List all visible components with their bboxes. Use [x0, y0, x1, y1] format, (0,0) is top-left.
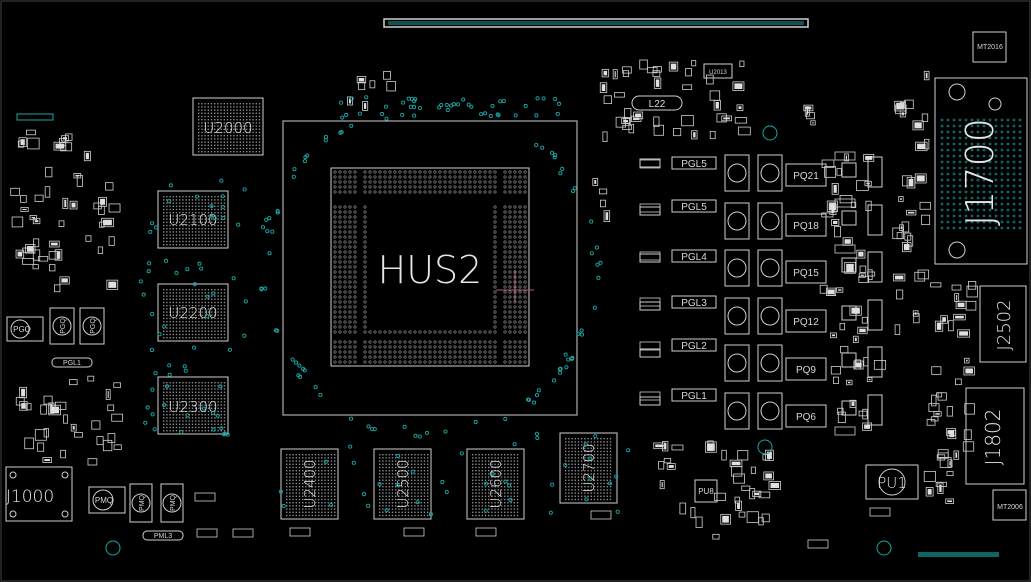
svg-text:PMQ: PMQ [95, 496, 113, 505]
svg-text:L22: L22 [649, 99, 666, 110]
pm-inductor-2[interactable]: PMQ [129, 483, 153, 523]
connector-j1000[interactable]: J1000 [5, 466, 73, 522]
pq-mosfet-21[interactable]: PQ21 [785, 163, 827, 187]
gpu-package[interactable]: HUS2 [282, 120, 578, 416]
connector-j2502[interactable]: J2502 [979, 285, 1027, 363]
pm-inductor-1[interactable]: PMQ [88, 486, 126, 514]
inductor-l22[interactable]: L22 [631, 95, 683, 111]
left-edge-strip [16, 113, 54, 121]
svg-text:PMQ: PMQ [139, 494, 146, 511]
svg-text:PQ12: PQ12 [793, 317, 819, 328]
svg-text:PGL5: PGL5 [681, 159, 707, 170]
pq-mosfet-18[interactable]: PQ18 [785, 213, 827, 237]
svg-text:PQ21: PQ21 [793, 171, 819, 182]
mem-chip-label: U2500 [394, 459, 412, 508]
svg-text:PGQ: PGQ [60, 318, 67, 334]
svg-text:PQ6: PQ6 [796, 412, 816, 423]
mem-chip-u2000[interactable]: U2000 [192, 97, 264, 156]
svg-text:PGQ: PGQ [13, 325, 31, 334]
mem-chip-u2300[interactable]: U2300 [157, 376, 229, 435]
chip-u2013[interactable]: U2013 [703, 63, 733, 79]
pgl-inductor-4[interactable]: PGL3 [671, 295, 717, 309]
mem-chip-label: U2600 [487, 459, 505, 508]
pgl-inductor-3[interactable]: PGL4 [671, 249, 717, 263]
bottom-edge-strip [918, 552, 999, 557]
top-edge-connector [383, 18, 809, 28]
pgl-inductor-1[interactable]: PGL5 [671, 156, 717, 170]
svg-text:PU1: PU1 [877, 474, 907, 492]
svg-text:PQ9: PQ9 [796, 365, 816, 376]
svg-text:PGL1: PGL1 [681, 391, 707, 402]
svg-text:PGL1: PGL1 [63, 360, 81, 367]
svg-text:PU8: PU8 [698, 487, 714, 496]
svg-text:PGL3: PGL3 [681, 298, 707, 309]
svg-text:PQ15: PQ15 [793, 268, 819, 279]
mem-chip-label: U2200 [168, 304, 217, 322]
small-components [10, 59, 978, 549]
connector-label: J2502 [994, 299, 1015, 350]
connector-label: J1802 [981, 409, 1005, 466]
gpu-label: HUS2 [378, 248, 483, 292]
svg-text:PGQ: PGQ [90, 318, 97, 334]
mounting-hole-mt2016[interactable]: MT2016 [972, 31, 1007, 63]
svg-text:PGL4: PGL4 [681, 252, 707, 263]
svg-text:MT2006: MT2006 [997, 504, 1023, 511]
pgl1-left[interactable]: PGL1 [51, 357, 93, 368]
mounting-holes [105, 125, 892, 556]
pgl-inductor-5[interactable]: PGL2 [671, 338, 717, 352]
mem-chip-u2600[interactable]: U2600 [466, 448, 525, 520]
pq-mosfet-9[interactable]: PQ9 [785, 357, 827, 381]
mem-chip-label: U2100 [168, 211, 217, 229]
svg-text:J1000: J1000 [6, 487, 54, 507]
connector-j1700[interactable]: J1700 [934, 77, 1028, 265]
mem-chip-u2100[interactable]: U2100 [157, 190, 229, 249]
pgl-inductor-6[interactable]: PGL1 [671, 388, 717, 402]
controller-pu8[interactable]: PU8 [694, 479, 718, 503]
pgq-3[interactable]: PGQ [79, 307, 105, 345]
pgl-inductor-2[interactable]: PGL5 [671, 199, 717, 213]
controller-pu1[interactable]: PU1 [865, 464, 919, 500]
connector-label: J1700 [958, 118, 1002, 226]
mem-chip-u2700[interactable]: U2700 [559, 432, 618, 504]
connector-j1802[interactable]: J1802 [965, 387, 1025, 485]
pq-mosfet-6[interactable]: PQ6 [785, 404, 827, 428]
mem-chip-label: U2700 [580, 443, 598, 492]
vias [138, 95, 631, 517]
mem-chip-label: U2400 [301, 459, 319, 508]
pgq-1[interactable]: PGQ [6, 316, 44, 342]
mounting-hole-mt2006[interactable]: MT2006 [992, 489, 1027, 521]
mem-chip-label: U2300 [168, 398, 217, 416]
svg-text:MT2016: MT2016 [977, 44, 1003, 51]
svg-text:PMQ: PMQ [170, 494, 177, 511]
svg-text:PGL2: PGL2 [681, 341, 707, 352]
svg-text:PML3: PML3 [154, 533, 172, 540]
mem-chip-u2500[interactable]: U2500 [373, 448, 432, 520]
pq-mosfet-12[interactable]: PQ12 [785, 309, 827, 333]
mem-chip-label: U2000 [203, 119, 252, 137]
svg-text:U2013: U2013 [709, 70, 727, 76]
mem-chip-u2400[interactable]: U2400 [280, 448, 339, 520]
pq-mosfet-15[interactable]: PQ15 [785, 260, 827, 284]
svg-text:PQ18: PQ18 [793, 221, 819, 232]
pml3[interactable]: PML3 [142, 530, 184, 541]
gpu-ball-grid [333, 170, 527, 364]
pm-inductor-3[interactable]: PMQ [160, 483, 184, 523]
svg-text:PGL5: PGL5 [681, 202, 707, 213]
pgq-2[interactable]: PGQ [49, 307, 75, 345]
